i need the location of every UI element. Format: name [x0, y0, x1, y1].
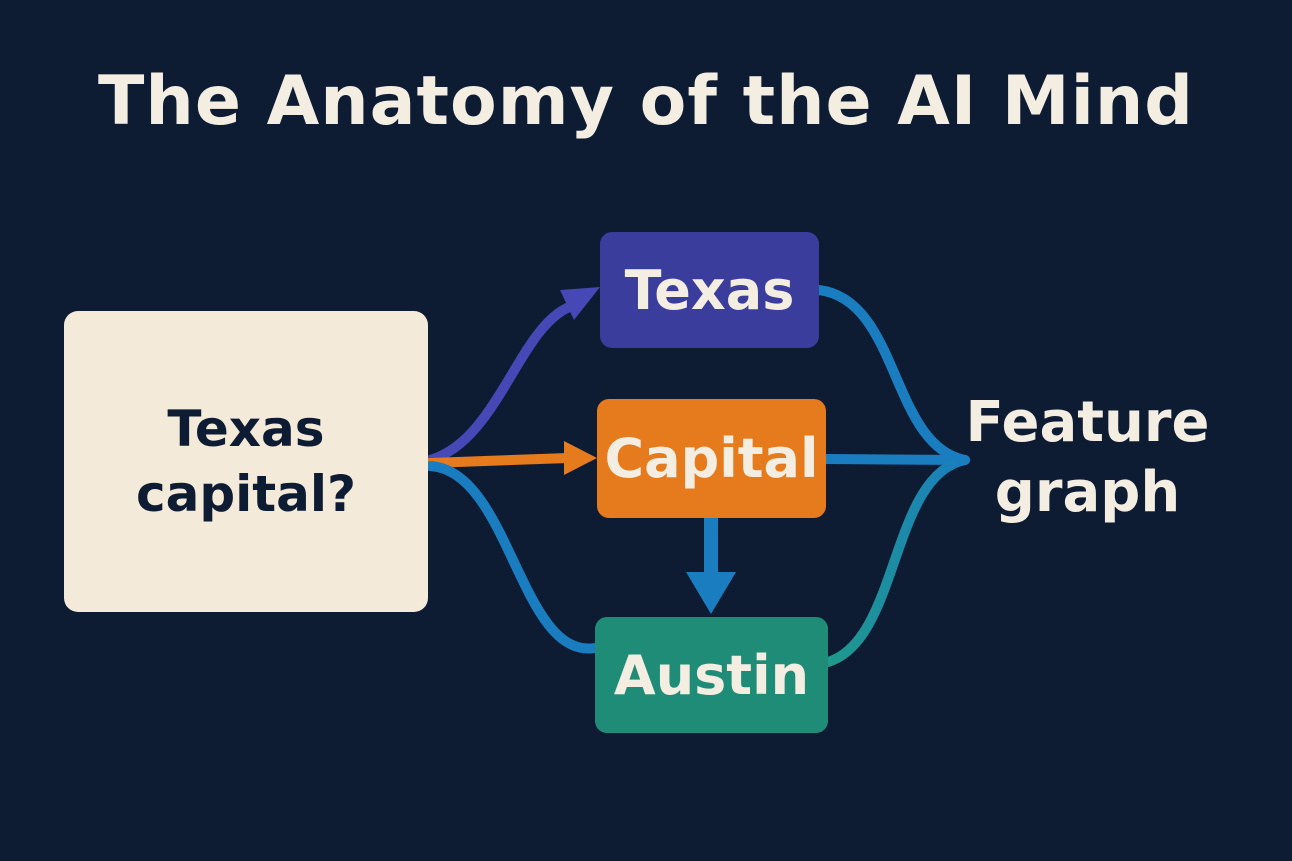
arrow-texas-to-graph	[814, 285, 970, 465]
feature-graph-line-1: Feature	[965, 390, 1210, 455]
arrow-austin-to-graph	[823, 455, 970, 667]
arrow-capital-to-graph	[821, 454, 970, 465]
austin-node-label: Austin	[613, 643, 810, 707]
arrowhead-texas	[560, 287, 600, 320]
input-line-2: capital?	[135, 464, 357, 523]
capital-node-label: Capital	[604, 427, 819, 490]
input-prompt-box: Texas capital?	[64, 311, 428, 612]
arrowhead-austin	[686, 572, 736, 614]
arrow-capital-to-austin	[704, 518, 718, 574]
page-title: The Anatomy of the AI Mind	[98, 62, 1194, 141]
arrowhead-capital	[564, 441, 597, 475]
austin-node: Austin	[595, 617, 828, 733]
arrow-input-to-austin	[425, 461, 600, 654]
feature-graph-label: Feature graph	[960, 388, 1215, 528]
arrow-input-to-capital	[425, 453, 573, 468]
capital-node: Capital	[597, 399, 826, 518]
input-line-1: Texas	[167, 399, 325, 458]
texas-node-label: Texas	[624, 258, 795, 322]
arrow-input-to-texas	[425, 300, 580, 465]
feature-graph-line-2: graph	[994, 460, 1181, 525]
texas-node: Texas	[600, 232, 819, 348]
